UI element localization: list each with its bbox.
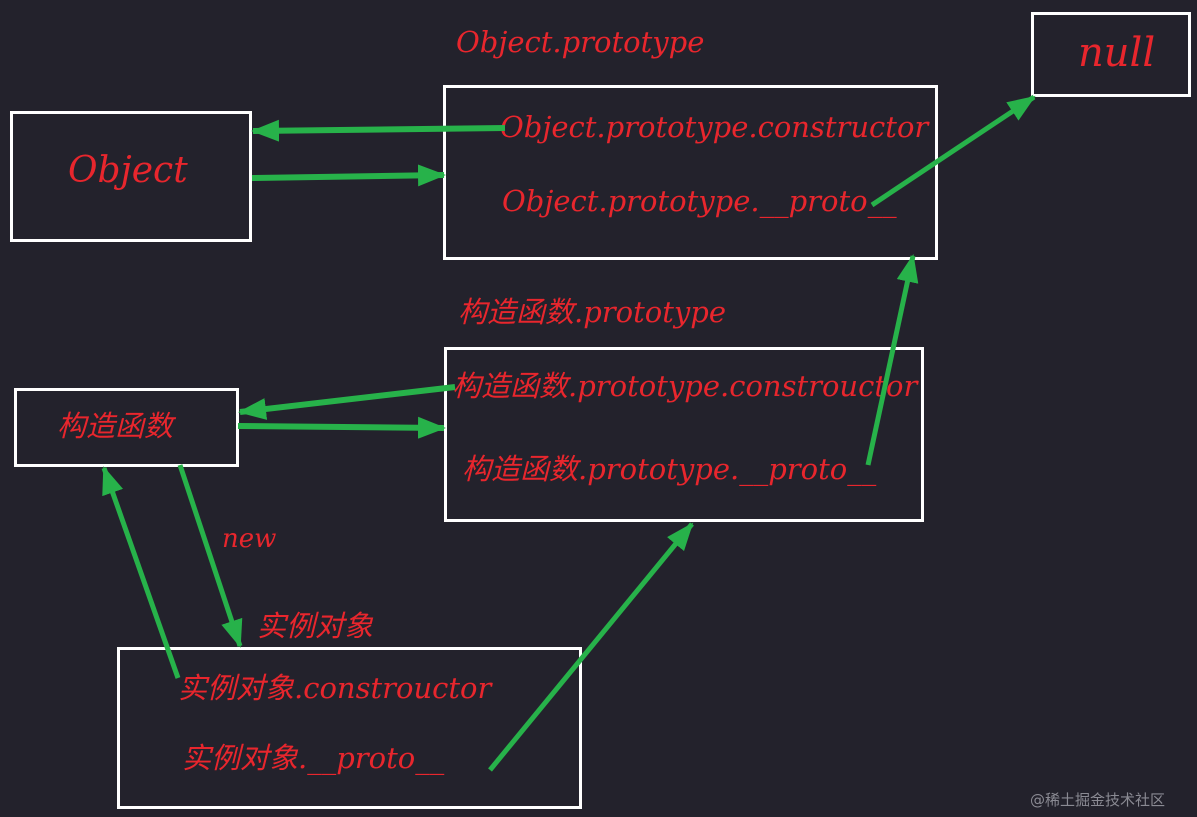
object-prototype-constructor: Object.prototype.constructor [500, 110, 929, 144]
arrow-proto-to-null [870, 94, 1036, 208]
arrow-ctor-proto-to-object-prototype [865, 254, 919, 466]
arrow-ctor-constructor-to-ctor [238, 384, 456, 420]
instance-constructor: 实例对象.constrouctor [178, 671, 492, 705]
object-prototype-proto: Object.prototype.__proto__ [502, 184, 897, 218]
new-label: new [222, 524, 277, 554]
null-box [1031, 12, 1191, 97]
instance-box [117, 647, 582, 809]
arrow-new-to-instance [177, 464, 243, 648]
ctor-label: 构造函数 [57, 409, 174, 443]
object-box [10, 111, 252, 242]
object-label: Object [68, 150, 188, 191]
ctor-prototype-proto: 构造函数.prototype.__proto__ [462, 452, 877, 486]
object-prototype-title: Object.prototype [456, 25, 705, 59]
arrow-instance-proto-to-ctor-prototype [488, 522, 694, 772]
arrow-object-to-prototype [251, 164, 446, 187]
instance-title: 实例对象 [257, 609, 374, 643]
arrow-constructor-to-object [251, 119, 506, 142]
watermark: @稀土掘金技术社区 [1030, 791, 1166, 809]
arrow-ctor-to-prototype [237, 416, 446, 439]
ctor-box [14, 388, 239, 467]
instance-proto: 实例对象.__proto__ [182, 741, 445, 775]
ctor-prototype-title: 构造函数.prototype [458, 295, 726, 329]
null-label: null [1078, 30, 1156, 76]
arrow-instance-constructor-to-ctor [101, 466, 181, 679]
ctor-prototype-constructor: 构造函数.prototype.constrouctor [452, 369, 918, 403]
